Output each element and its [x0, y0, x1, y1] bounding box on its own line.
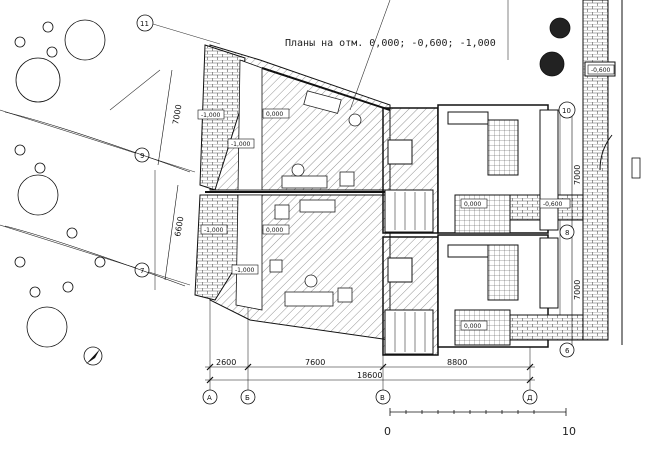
dim-right-lower: 7000 [573, 280, 582, 300]
axis-b: Б [245, 394, 250, 402]
scale-bar [389, 408, 567, 416]
axis-10: 10 [562, 107, 571, 115]
dim-total: 18600 [357, 371, 382, 380]
dim-a-b: 2600 [216, 358, 236, 367]
axis-11: 11 [140, 20, 149, 28]
tree-icon [64, 19, 106, 61]
scale-end: 10 [562, 425, 576, 438]
axis-8: 8 [565, 229, 569, 237]
shrub-icon [549, 17, 571, 39]
level-upper-bath: 0,000 [464, 201, 481, 208]
shrub-icon [539, 51, 565, 77]
level-upper-living: 0,000 [266, 111, 283, 118]
level-upper-stair: -1,000 [201, 112, 221, 119]
level-markers: -1,000 -1,000 0,000 0,000 -0,600 -1,000 … [197, 64, 615, 331]
level-upper-landing: -1,000 [231, 141, 251, 148]
axis-d: Д [527, 394, 533, 402]
axis-a: А [207, 394, 212, 402]
tree-icon [26, 306, 68, 348]
center-block [382, 107, 439, 356]
north-arrow-icon [83, 346, 103, 366]
landscape [14, 17, 571, 348]
hedge-rows [4, 111, 191, 287]
axis-9: 9 [140, 152, 144, 160]
kitchen-bath-block [437, 104, 586, 348]
grid-lines [0, 0, 561, 395]
dimension-lines [205, 363, 535, 384]
tree-icon [15, 57, 61, 103]
left-wing [194, 44, 391, 341]
axis-7: 7 [140, 267, 144, 275]
level-top-right: -0,600 [591, 67, 611, 74]
dim-right-upper: 7000 [573, 165, 582, 185]
drawing-title: Планы на отм. 0,000; -0,600; -1,000 [285, 38, 496, 49]
dim-v-d: 8800 [447, 358, 467, 367]
level-upper-street: -0,600 [543, 201, 563, 208]
car-icon [631, 157, 641, 179]
level-lower-stair: -1,000 [204, 227, 224, 234]
dim-b-v: 7600 [305, 358, 325, 367]
level-lower-living: 0,000 [266, 227, 283, 234]
level-lower-landing: -1,000 [235, 267, 255, 274]
axis-v: В [380, 394, 385, 402]
living-furniture [269, 90, 362, 307]
scale-start: 0 [384, 425, 391, 438]
dim-left-lower: 6600 [173, 216, 185, 238]
level-lower-bath: 0,000 [464, 323, 481, 330]
dim-left-upper: 7000 [171, 104, 183, 126]
tree-icon [17, 174, 59, 216]
axis-6: 6 [565, 347, 570, 355]
boundary-wall [582, 0, 623, 345]
